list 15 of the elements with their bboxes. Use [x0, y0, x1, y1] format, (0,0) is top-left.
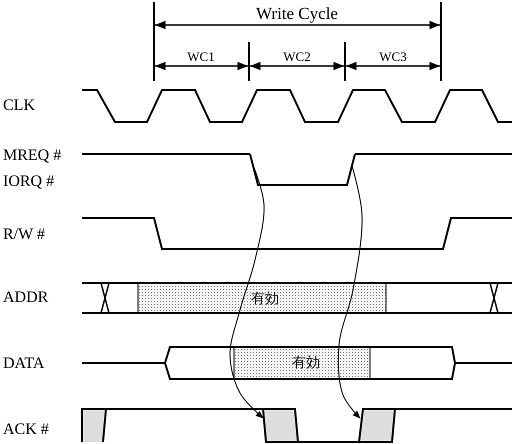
signal-name: ADDR [3, 290, 48, 306]
signal-name: IORQ # [3, 174, 54, 190]
dimension-label: WC3 [379, 50, 407, 63]
signal-name: ACK # [3, 422, 49, 438]
valid-label: 有効 [251, 292, 279, 306]
valid-label: 有効 [292, 356, 320, 370]
dimension-label: WC1 [187, 50, 215, 63]
dimension-label: WC2 [283, 50, 311, 63]
signal-name: R/W # [3, 227, 45, 243]
signal-name: MREQ # [3, 148, 62, 164]
arrow [230, 164, 265, 419]
dimension-label: Write Cycle [256, 5, 338, 22]
signal-name: CLK [3, 98, 35, 114]
signal-name: DATA [3, 356, 44, 372]
arrow [338, 166, 363, 419]
